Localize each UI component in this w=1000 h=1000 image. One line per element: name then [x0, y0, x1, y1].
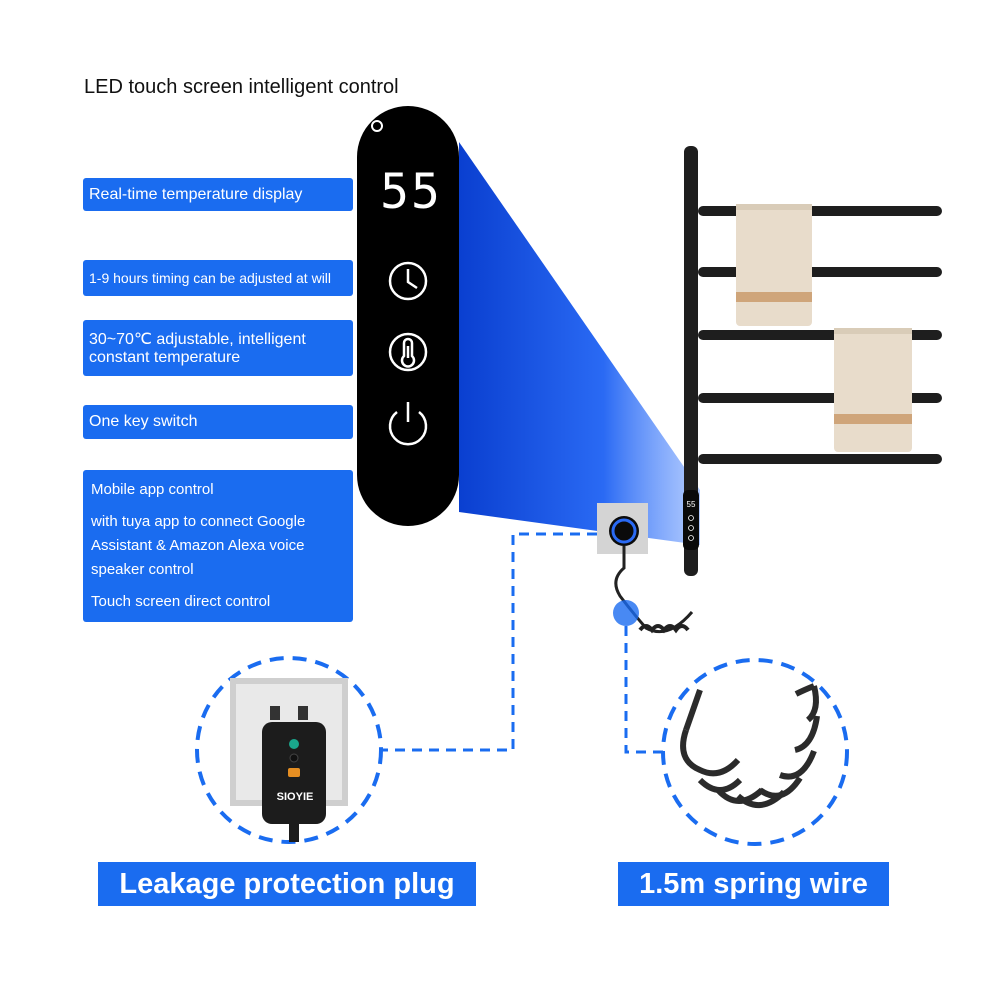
feature-label-line2: constant temperature	[89, 349, 241, 366]
feature-temperature-range: 30~70℃ adjustable, intelligent constant …	[83, 320, 353, 376]
feature-mobile-app: Mobile app control with tuya app to conn…	[83, 470, 353, 622]
page-heading: LED touch screen intelligent control	[84, 76, 399, 98]
mobile-line-4: Touch screen direct control	[91, 593, 271, 610]
connector-plug	[382, 532, 597, 752]
callout-leakage-plug: Leakage protection plug	[98, 862, 476, 906]
projection-beam	[459, 142, 700, 545]
feature-label: Real-time temperature display	[89, 185, 303, 203]
callout-label: Leakage protection plug	[119, 867, 455, 900]
temperature-readout: 55	[380, 164, 442, 220]
feature-label-line1: 30~70℃ adjustable, intelligent	[89, 331, 306, 348]
led-control-panel: 55	[357, 106, 459, 526]
thermometer-icon	[388, 332, 428, 372]
wire-zoom-circle	[661, 658, 849, 846]
plug-brand-label: SIOYIE	[276, 791, 314, 803]
callout-label: 1.5m spring wire	[639, 867, 868, 900]
feature-label: 1-9 hours timing can be adjusted at will	[89, 270, 332, 286]
mobile-line-3: speaker control	[91, 561, 194, 578]
mobile-title: Mobile app control	[91, 481, 214, 498]
svg-text:55: 55	[687, 500, 696, 509]
rack-controller: 55	[683, 490, 699, 550]
feature-label: One key switch	[89, 413, 198, 430]
leakage-plug-illustration	[230, 678, 348, 842]
towel-2	[834, 328, 912, 452]
connector-wire	[624, 626, 664, 754]
feature-temperature-display: Real-time temperature display	[83, 178, 353, 211]
spring-wire-illustration	[680, 683, 820, 808]
callout-spring-wire: 1.5m spring wire	[618, 862, 889, 906]
degree-symbol	[371, 120, 383, 132]
feature-one-key-switch: One key switch	[83, 405, 353, 439]
power-icon	[388, 402, 428, 446]
clock-icon	[388, 261, 428, 301]
towel-1	[736, 204, 812, 326]
mobile-line-1: with tuya app to connect Google	[91, 513, 306, 530]
mobile-line-2: Assistant & Amazon Alexa voice	[91, 537, 305, 554]
feature-timing: 1-9 hours timing can be adjusted at will	[83, 260, 353, 296]
